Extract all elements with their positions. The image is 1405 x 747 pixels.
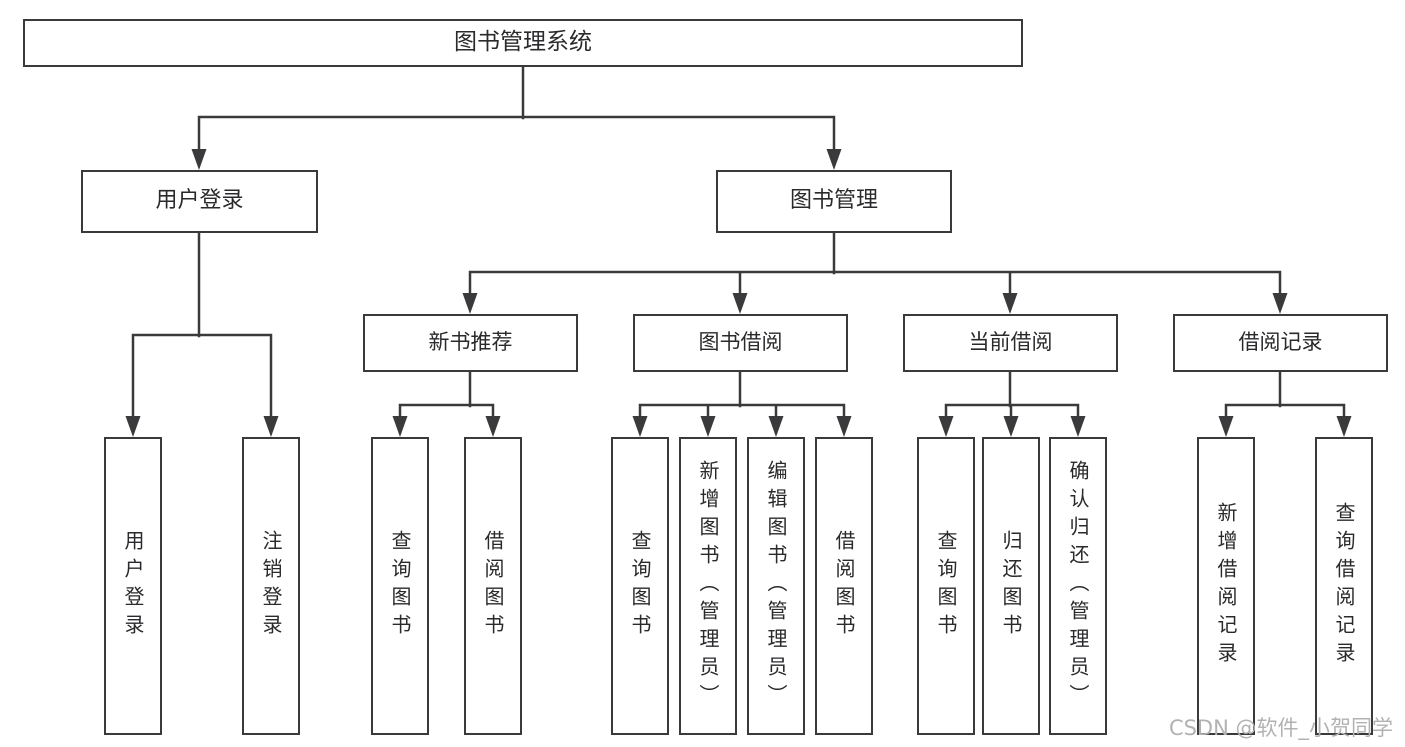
- leaf-current-confirm-return-admin: 确认归还（管理员）: [1049, 437, 1107, 735]
- leaf-borrow-borrow-books: 借阅图书: [815, 437, 873, 735]
- leaf-current-return-books: 归还图书: [982, 437, 1040, 735]
- leaf-newbook-borrow-books: 借阅图书: [464, 437, 522, 735]
- node-borrow-records: 借阅记录: [1173, 314, 1388, 372]
- leaf-borrow-edit-books-admin: 编辑图书（管理员）: [747, 437, 805, 735]
- leaf-borrow-query-books: 查询图书: [611, 437, 669, 735]
- leaf-logout: 注销登录: [242, 437, 300, 735]
- csdn-watermark: CSDN @软件_小贺同学: [1168, 716, 1393, 740]
- node-new-book-recommend: 新书推荐: [363, 314, 578, 372]
- node-book-management: 图书管理: [716, 170, 952, 233]
- node-user-login: 用户登录: [81, 170, 318, 233]
- leaf-current-query-books: 查询图书: [917, 437, 975, 735]
- arrow-down-icons: [125, 149, 1352, 437]
- node-current-borrow: 当前借阅: [903, 314, 1118, 372]
- connector-segments: [131, 65, 1346, 420]
- leaf-records-query-record: 查询借阅记录: [1315, 437, 1373, 735]
- node-book-borrow: 图书借阅: [633, 314, 848, 372]
- leaf-borrow-add-books-admin: 新增图书（管理员）: [679, 437, 737, 735]
- leaf-records-add-record: 新增借阅记录: [1197, 437, 1255, 735]
- leaf-newbook-query-books: 查询图书: [371, 437, 429, 735]
- node-root: 图书管理系统: [23, 19, 1023, 67]
- leaf-user-login: 用户登录: [104, 437, 162, 735]
